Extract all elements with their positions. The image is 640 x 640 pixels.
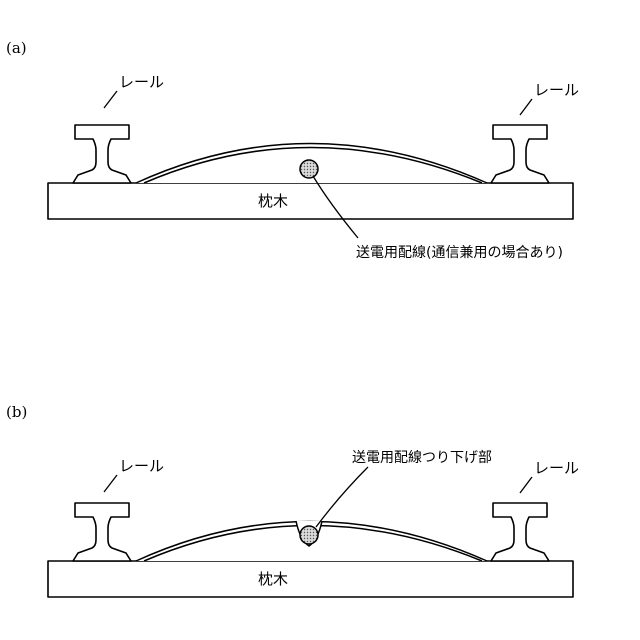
sleeper-a [48,183,573,219]
rail-left-b-label: レール [119,457,164,475]
rail-left-a [73,125,131,183]
rail-left-b-leader [104,475,117,492]
power-cable-b-leader [316,467,368,527]
rail-right-a-label: レール [534,81,579,99]
sleeper-a-label: 枕木 [258,192,288,210]
panel-b: (b) 枕木 レール レール 送電用配線つり下げ部 [6,403,579,597]
power-cable-a [300,160,318,178]
rail-left-b [73,503,131,561]
rail-right-b [491,503,549,561]
panel-b-label: (b) [6,403,27,421]
panel-a-label: (a) [6,39,27,57]
panel-a: (a) 枕木 レール レール 送電用配線(通信兼用の場合あり) [6,39,579,261]
rail-right-a [491,125,549,183]
sleeper-b [48,561,573,597]
rail-right-b-label: レール [534,459,579,477]
power-cable-b-label: 送電用配線つり下げ部 [352,450,492,466]
rail-left-a-leader [104,91,117,108]
rail-left-a-label: レール [119,73,164,91]
power-cable-a-label: 送電用配線(通信兼用の場合あり) [356,245,563,261]
power-cable-b [300,526,318,544]
rail-right-b-leader [520,477,532,493]
sleeper-b-label: 枕木 [258,570,288,588]
rail-right-a-leader [520,99,532,115]
